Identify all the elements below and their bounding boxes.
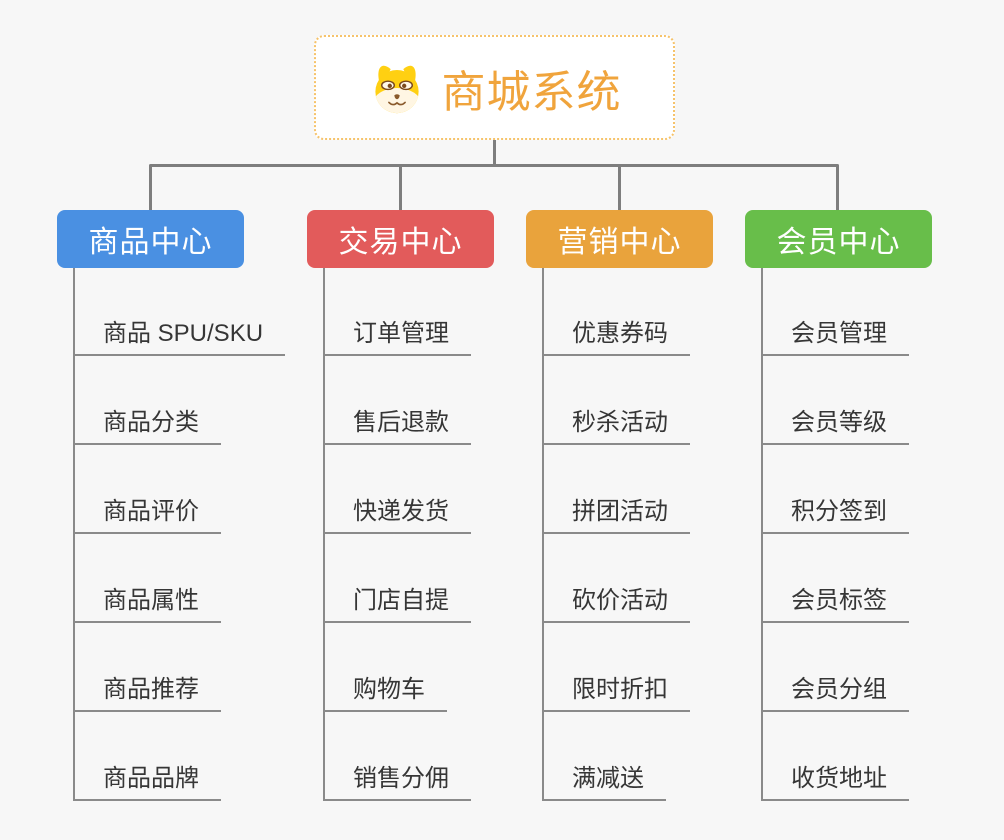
branch-line: [542, 268, 544, 801]
leaf-shopping-cart[interactable]: 购物车: [323, 678, 447, 712]
leaf-shipping-address[interactable]: 收货地址: [761, 767, 909, 801]
leaf-member-management[interactable]: 会员管理: [761, 322, 909, 356]
leaf-sales-commission[interactable]: 销售分佣: [323, 767, 471, 801]
category-member-center[interactable]: 会员中心: [745, 210, 932, 268]
branch-marketing-center: 营销中心 优惠券码 秒杀活动 拼团活动 砍价活动 限时折扣 满减送: [526, 210, 713, 810]
leaf-store-pickup[interactable]: 门店自提: [323, 589, 471, 623]
category-marketing-center[interactable]: 营销中心: [526, 210, 713, 268]
category-product-center[interactable]: 商品中心: [57, 210, 244, 268]
leaf-product-spu-sku[interactable]: 商品 SPU/SKU: [73, 322, 286, 356]
leaf-coupon-code[interactable]: 优惠券码: [542, 322, 690, 356]
leaf-aftersale-refund[interactable]: 售后退款: [323, 411, 471, 445]
leaf-points-checkin[interactable]: 积分签到: [761, 500, 909, 534]
leaf-product-recommend[interactable]: 商品推荐: [73, 678, 221, 712]
leaf-full-reduction[interactable]: 满减送: [542, 767, 666, 801]
leaf-product-attribute[interactable]: 商品属性: [73, 589, 221, 623]
leaf-flash-sale[interactable]: 秒杀活动: [542, 411, 690, 445]
category-trade-center[interactable]: 交易中心: [307, 210, 494, 268]
leaf-group-buy[interactable]: 拼团活动: [542, 500, 690, 534]
root-node[interactable]: 商城系统: [314, 35, 675, 140]
branch-member-center: 会员中心 会员管理 会员等级 积分签到 会员标签 会员分组 收货地址: [745, 210, 932, 810]
branch-line: [761, 268, 763, 801]
leaf-product-review[interactable]: 商品评价: [73, 500, 221, 534]
leaf-product-category[interactable]: 商品分类: [73, 411, 221, 445]
dog-icon: [368, 61, 426, 115]
branch-product-center: 商品中心 商品 SPU/SKU 商品分类 商品评价 商品属性 商品推荐 商品品牌: [57, 210, 286, 810]
leaf-express-delivery[interactable]: 快递发货: [323, 500, 471, 534]
leaf-member-tag[interactable]: 会员标签: [761, 589, 909, 623]
leaf-member-group[interactable]: 会员分组: [761, 678, 909, 712]
branch-line: [323, 268, 325, 801]
branch-line: [73, 268, 75, 801]
leaf-member-level[interactable]: 会员等级: [761, 411, 909, 445]
branch-trade-center: 交易中心 订单管理 售后退款 快递发货 门店自提 购物车 销售分佣: [307, 210, 494, 810]
leaf-order-management[interactable]: 订单管理: [323, 322, 471, 356]
root-title: 商城系统: [441, 67, 622, 117]
leaf-limited-time-discount[interactable]: 限时折扣: [542, 678, 690, 712]
leaf-product-brand[interactable]: 商品品牌: [73, 767, 221, 801]
leaf-bargain-activity[interactable]: 砍价活动: [542, 589, 690, 623]
